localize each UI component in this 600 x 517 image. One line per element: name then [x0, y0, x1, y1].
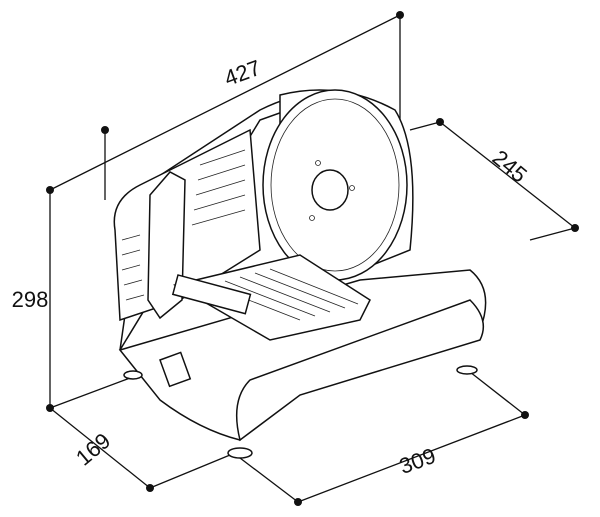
- ext-line: [239, 457, 299, 503]
- food-pusher: [171, 274, 252, 315]
- dim-line-427: [49, 14, 401, 191]
- carriage-tray: [172, 254, 371, 341]
- foot: [123, 370, 143, 380]
- dim-line-309: [297, 414, 526, 503]
- dim-line-245: [439, 121, 576, 229]
- ext-line: [529, 227, 576, 241]
- ext-line: [469, 371, 526, 416]
- dim-label-depth-right: 245: [488, 145, 532, 188]
- ext-line: [49, 377, 131, 409]
- dim-label-width-bottom: 309: [396, 443, 439, 479]
- carry-handle: [159, 351, 192, 388]
- blade-center-hub: [311, 169, 349, 211]
- dim-line-169: [49, 407, 151, 489]
- ribs: [121, 149, 246, 301]
- tray-ribs: [209, 268, 359, 321]
- dimension-dots: [46, 11, 579, 506]
- slicer: [113, 89, 487, 459]
- ext-line: [409, 121, 441, 131]
- ext-line: [149, 454, 231, 489]
- dim-label-height: 298: [12, 287, 49, 312]
- dimension-lines: [46, 11, 579, 506]
- dim-label-depth-bottom: 169: [71, 428, 115, 471]
- foot: [227, 447, 253, 459]
- base-front-panel: [235, 299, 485, 442]
- foot: [456, 365, 478, 375]
